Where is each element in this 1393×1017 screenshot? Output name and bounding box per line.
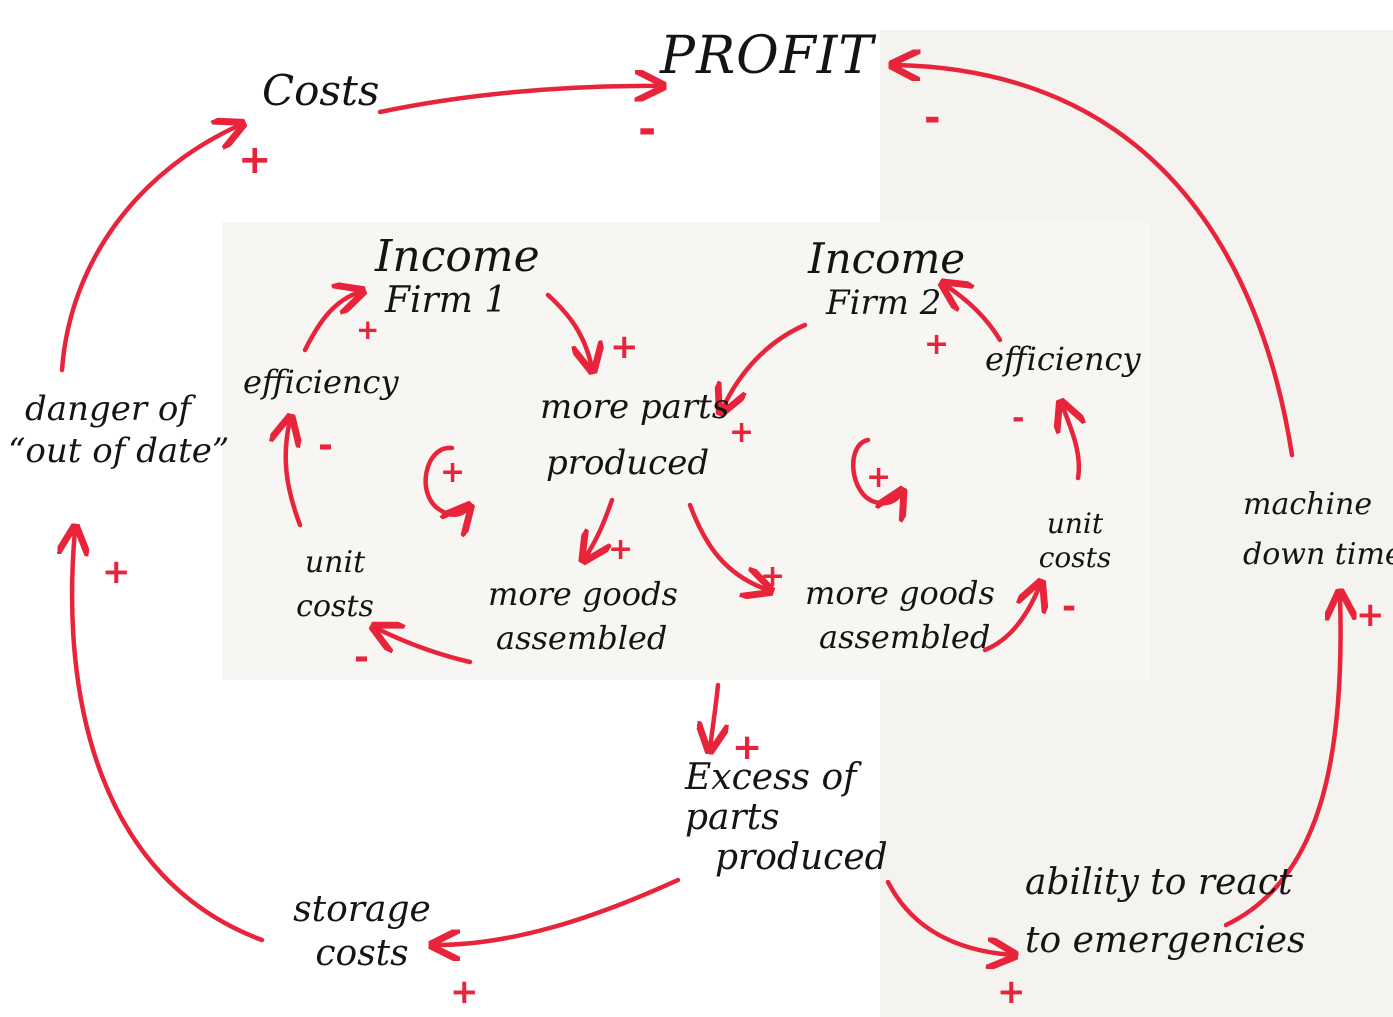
node-machine-line1: machine bbox=[1243, 487, 1373, 522]
polarity-parts-goods1: + bbox=[608, 532, 634, 567]
node-goods2-line1: more goods bbox=[805, 574, 995, 612]
node-income1-line2: Firm 1 bbox=[385, 280, 508, 321]
node-storage-costs: storage costs bbox=[282, 892, 442, 972]
node-excess-parts: Excess of parts produced bbox=[685, 760, 888, 876]
node-storage-line1: storage bbox=[293, 889, 431, 930]
loop-marker-right bbox=[851, 437, 901, 503]
node-goods2-line2: assembled bbox=[819, 618, 991, 656]
paper-background-center bbox=[222, 222, 1150, 680]
polarity-unitcosts1-efficiency1: - bbox=[318, 425, 333, 466]
arrow-machine-downtime-to-profit bbox=[895, 65, 1295, 458]
node-ability-line1: ability to react bbox=[1025, 862, 1293, 903]
arrow-efficiency1-to-income1 bbox=[302, 292, 360, 353]
node-income2-line1: Income bbox=[808, 234, 966, 283]
arrow-goods1-to-unit-costs1 bbox=[376, 628, 473, 665]
polarity-income1-parts: + bbox=[610, 327, 639, 367]
loop-polarity-right: + bbox=[866, 460, 892, 495]
node-ability-to-react: ability to react to emergencies bbox=[1025, 865, 1306, 959]
node-more-parts-line1: more parts bbox=[540, 387, 730, 427]
arrow-unit-costs1-to-efficiency1 bbox=[286, 420, 300, 528]
arrow-income1-to-more-parts bbox=[545, 292, 592, 368]
node-danger-line2: “out of date” bbox=[8, 431, 230, 471]
node-income1-line1: Income bbox=[375, 231, 540, 282]
loop-marker-left bbox=[423, 445, 468, 515]
node-more-parts-line2: produced bbox=[546, 443, 710, 483]
node-goods-assembled-firm1: more goods assembled bbox=[488, 578, 678, 654]
node-goods1-line2: assembled bbox=[496, 619, 668, 657]
node-costs: Costs bbox=[262, 66, 380, 115]
node-danger-out-of-date: danger of “out of date” bbox=[8, 389, 230, 471]
node-excess-line2: parts bbox=[685, 797, 780, 838]
polarity-goods1-unitcosts1: - bbox=[354, 637, 369, 678]
node-unit-costs2-line1: unit bbox=[1046, 507, 1104, 540]
node-excess-line3: produced bbox=[715, 837, 888, 878]
polarity-storage-danger: + bbox=[102, 552, 131, 592]
node-machine-line2: down time bbox=[1243, 537, 1393, 572]
node-income-firm1: Income Firm 1 bbox=[375, 235, 540, 319]
node-unit-costs1-line2: costs bbox=[296, 589, 374, 624]
node-efficiency-firm2: efficiency bbox=[985, 340, 1141, 378]
arrow-excess-to-ability bbox=[885, 879, 1012, 955]
polarity-costs-profit: - bbox=[638, 104, 657, 155]
polarity-goods-excess: + bbox=[732, 727, 763, 768]
node-more-parts-produced: more parts produced bbox=[540, 390, 729, 480]
node-unit-costs-firm1: unit costs bbox=[290, 548, 380, 622]
node-storage-line2: costs bbox=[315, 933, 409, 974]
polarity-unitcosts2-efficiency2: - bbox=[1012, 401, 1025, 436]
node-unit-costs2-line2: costs bbox=[1038, 541, 1112, 574]
polarity-efficiency2-income2: + bbox=[924, 327, 950, 362]
arrow-efficiency2-to-income2 bbox=[945, 285, 1003, 343]
polarity-efficiency1-income1: + bbox=[356, 313, 380, 346]
node-goods-assembled-firm2: more goods assembled bbox=[805, 577, 995, 653]
arrow-income2-to-more-parts bbox=[722, 322, 808, 410]
polarity-danger-costs: + bbox=[238, 137, 272, 183]
node-income2-line2: Firm 2 bbox=[826, 283, 942, 323]
loop-polarity-left: + bbox=[440, 455, 466, 490]
polarity-excess-storage: + bbox=[450, 972, 479, 1012]
arrow-danger-to-costs bbox=[59, 125, 240, 373]
node-excess-line1: Excess of bbox=[685, 757, 857, 798]
node-ability-line2: to emergencies bbox=[1025, 920, 1306, 961]
node-danger-line1: danger of bbox=[25, 389, 191, 429]
node-efficiency-firm1: efficiency bbox=[243, 363, 399, 401]
polarity-downtime-profit: - bbox=[924, 95, 941, 141]
node-goods1-line1: more goods bbox=[488, 575, 678, 613]
polarity-ability-downtime: + bbox=[1356, 595, 1385, 635]
arrow-goods2-to-unit-costs2 bbox=[982, 585, 1040, 653]
polarity-parts-goods2: + bbox=[760, 559, 786, 594]
node-unit-costs-firm2: unit costs bbox=[1030, 510, 1120, 572]
arrow-storage-to-danger bbox=[72, 530, 265, 943]
node-unit-costs1-line1: unit bbox=[304, 545, 366, 580]
polarity-excess-ability: + bbox=[997, 972, 1026, 1012]
arrow-unit-costs2-to-efficiency2 bbox=[1062, 405, 1079, 481]
polarity-goods2-unitcosts2: - bbox=[1062, 587, 1077, 627]
polarity-income2-parts: + bbox=[729, 415, 755, 450]
node-machine-down-time: machine down time bbox=[1243, 490, 1393, 570]
node-income-firm2: Income Firm 2 bbox=[808, 234, 966, 323]
arrow-excess-to-storage bbox=[435, 877, 681, 945]
node-profit: PROFIT bbox=[660, 26, 875, 86]
arrow-ability-to-machine-downtime bbox=[1223, 595, 1341, 928]
arrow-more-parts-to-goods1 bbox=[585, 497, 615, 558]
arrow-goods-to-excess bbox=[710, 682, 718, 748]
arrow-costs-to-profit bbox=[377, 86, 660, 115]
arrow-more-parts-to-goods2 bbox=[687, 502, 768, 590]
